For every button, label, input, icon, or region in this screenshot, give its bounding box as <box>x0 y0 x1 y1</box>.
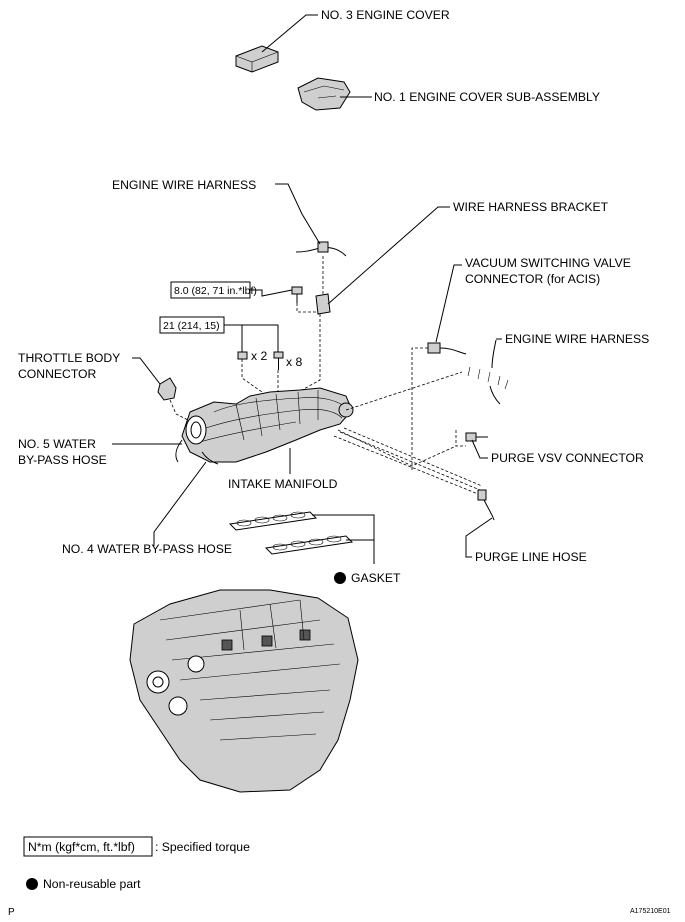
torque-box-bracket-bolt <box>170 281 251 299</box>
label-gasket: GASKET <box>351 571 401 585</box>
engine-wire-harness-right-part <box>461 339 522 405</box>
torque-box-manifold-bolts <box>159 316 225 334</box>
label-no1-engine-cover: NO. 1 ENGINE COVER SUB-ASSEMBLY <box>374 90 600 104</box>
legend-torque-box <box>23 836 153 857</box>
no5-hose-part <box>175 439 183 463</box>
engine-block-part <box>129 589 359 793</box>
no4-hose-part <box>201 451 219 465</box>
label-purge-line-hose: PURGE LINE HOSE <box>475 550 587 564</box>
nonreusable-dot-gasket <box>334 572 346 584</box>
legend-nonreusable-dot <box>26 878 38 890</box>
wire-harness-bracket-part <box>315 293 331 315</box>
label-throttle-body-line1: THROTTLE BODY <box>18 351 120 365</box>
bracket-bolt-part <box>291 286 303 303</box>
leader-lines <box>112 14 502 564</box>
label-intake-manifold: INTAKE MANIFOLD <box>228 477 338 491</box>
label-vsv-connector-line2: CONNECTOR (for ACIS) <box>465 272 600 286</box>
label-purge-vsv-connector: PURGE VSV CONNECTOR <box>491 451 644 465</box>
assembly-dashed-lines <box>169 256 483 495</box>
label-no5-hose-line2: BY-PASS HOSE <box>18 453 107 467</box>
qty-bolts: x 8 <box>286 355 302 369</box>
label-throttle-body-line2: CONNECTOR <box>18 367 97 381</box>
footer-left-mark: P <box>8 907 15 918</box>
manifold-bolt-part <box>273 351 284 370</box>
torque-bracket-bolt-text: 8.0 (82, 71 in.*lbf) <box>174 285 257 297</box>
gasket-lower-part <box>264 535 354 555</box>
vsv-connector-part <box>427 342 467 355</box>
throttle-body-connector-part <box>157 377 177 401</box>
manifold-nut-part <box>237 351 248 360</box>
no3-engine-cover-part <box>235 45 279 73</box>
torque-manifold-bolts-text: 21 (214, 15) <box>163 320 220 332</box>
no1-engine-cover-part <box>297 77 351 111</box>
label-no5-hose-line1: NO. 5 WATER <box>18 437 96 451</box>
label-no4-hose: NO. 4 WATER BY-PASS HOSE <box>62 542 232 556</box>
label-engine-wire-harness-right: ENGINE WIRE HARNESS <box>505 332 649 346</box>
label-no3-engine-cover: NO. 3 ENGINE COVER <box>321 8 450 22</box>
legend-torque-units: N*m (kgf*cm, ft.*lbf) <box>28 840 135 854</box>
figure-id: A175210E01 <box>630 908 671 915</box>
intake-manifold-part <box>181 387 354 463</box>
purge-vsv-connector-part <box>465 432 488 442</box>
label-wire-harness-bracket: WIRE HARNESS BRACKET <box>453 200 609 214</box>
purge-line-hose-part <box>477 489 495 521</box>
legend-torque-text: : Specified torque <box>155 840 250 854</box>
label-engine-wire-harness-top: ENGINE WIRE HARNESS <box>112 178 256 192</box>
gasket-upper-part <box>228 511 318 531</box>
qty-nuts: x 2 <box>251 349 267 363</box>
engine-wire-harness-upper-part <box>295 241 347 257</box>
label-vsv-connector-line1: VACUUM SWITCHING VALVE <box>465 256 631 270</box>
legend-nonreusable-text: Non-reusable part <box>43 877 141 891</box>
